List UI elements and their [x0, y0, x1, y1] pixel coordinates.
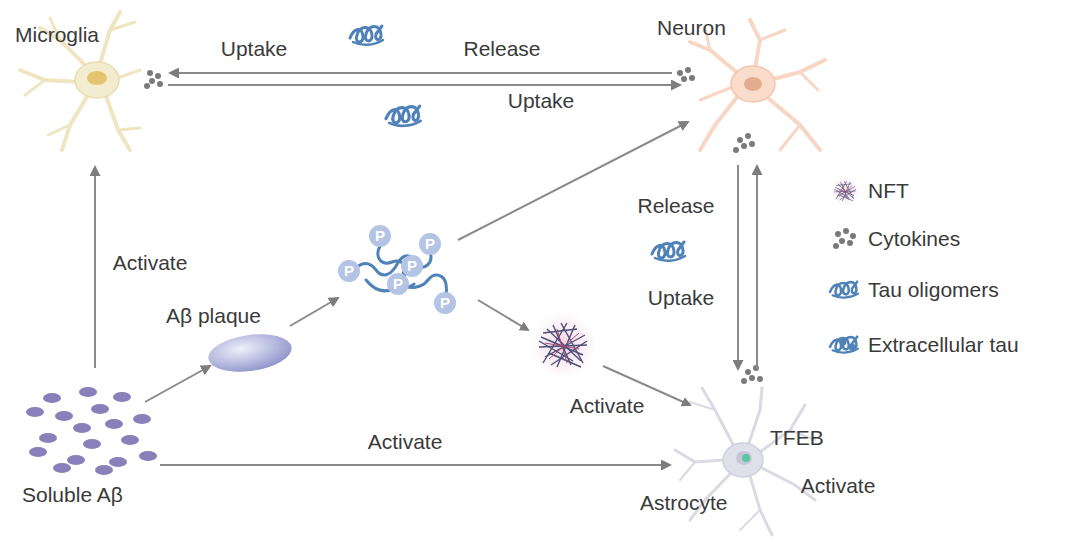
phospho-tau-node: PPPPPP: [330, 225, 465, 320]
node-label: Neuron: [657, 16, 726, 40]
astrocyte-node: Astrocyte TFEB: [630, 372, 830, 544]
node-label: Astrocyte: [640, 491, 728, 515]
legend-label: Tau oligomers: [868, 278, 999, 302]
connector-arrow: [756, 166, 758, 369]
tau-oligomer-icon: [652, 242, 685, 261]
legend-label: Extracellular tau: [868, 333, 1019, 357]
phospho-marker: P: [369, 225, 391, 247]
connector-arrow: [160, 464, 670, 466]
connector-arrow: [168, 84, 680, 86]
node-label: Soluble Aβ: [22, 483, 123, 507]
legend-label: NFT: [868, 179, 909, 203]
phospho-marker: P: [387, 273, 409, 295]
legend-tau-oligomer-icon: [830, 282, 858, 298]
node-label: TFEB: [770, 426, 824, 450]
free-label: Activate: [801, 474, 876, 498]
neuron-node: Neuron: [650, 10, 830, 170]
connector-arrow: [737, 165, 739, 369]
free-label: Uptake: [221, 37, 288, 61]
edge-label: Release: [463, 37, 540, 61]
edge-label: Activate: [113, 251, 188, 275]
cytokine-dots: [144, 67, 763, 384]
phospho-marker: P: [401, 255, 423, 277]
abeta-plaque-node: Aβ plaque: [160, 300, 305, 380]
edge-label: Activate: [368, 430, 443, 454]
node-label: Aβ plaque: [166, 304, 261, 328]
edge-label: Uptake: [508, 89, 575, 113]
legend-cytokine-icon: [833, 228, 856, 249]
connector-arrow: [458, 122, 688, 240]
phospho-marker: P: [419, 233, 441, 255]
legend-extracellular-tau-icon: [830, 337, 858, 353]
connector-arrow: [94, 167, 96, 368]
neuron-cell: [690, 20, 825, 150]
free-label: Uptake: [648, 286, 715, 310]
nft-tangle: [529, 311, 597, 379]
connector-arrow: [145, 366, 210, 402]
phospho-marker: P: [434, 292, 456, 314]
tau-oligomer-icon: [350, 26, 383, 45]
soluble-abeta-particles: [26, 387, 157, 475]
soluble-abeta-node: Soluble Aβ: [20, 365, 170, 510]
legend-label: Cytokines: [868, 227, 960, 251]
ptau-to-nft-arrow: [478, 300, 528, 330]
abeta-plaque: [206, 329, 294, 376]
node-label: Microglia: [15, 23, 99, 47]
connector-arrow: [290, 298, 338, 326]
tau-oligomer-icon: [386, 106, 421, 126]
legend-nft-icon: [830, 176, 861, 207]
connector-arrow: [170, 72, 672, 74]
microglia-node: Microglia: [10, 15, 190, 165]
free-label: Activate: [570, 394, 645, 418]
phospho-marker: P: [338, 260, 360, 282]
edge-label: Release: [637, 194, 714, 218]
